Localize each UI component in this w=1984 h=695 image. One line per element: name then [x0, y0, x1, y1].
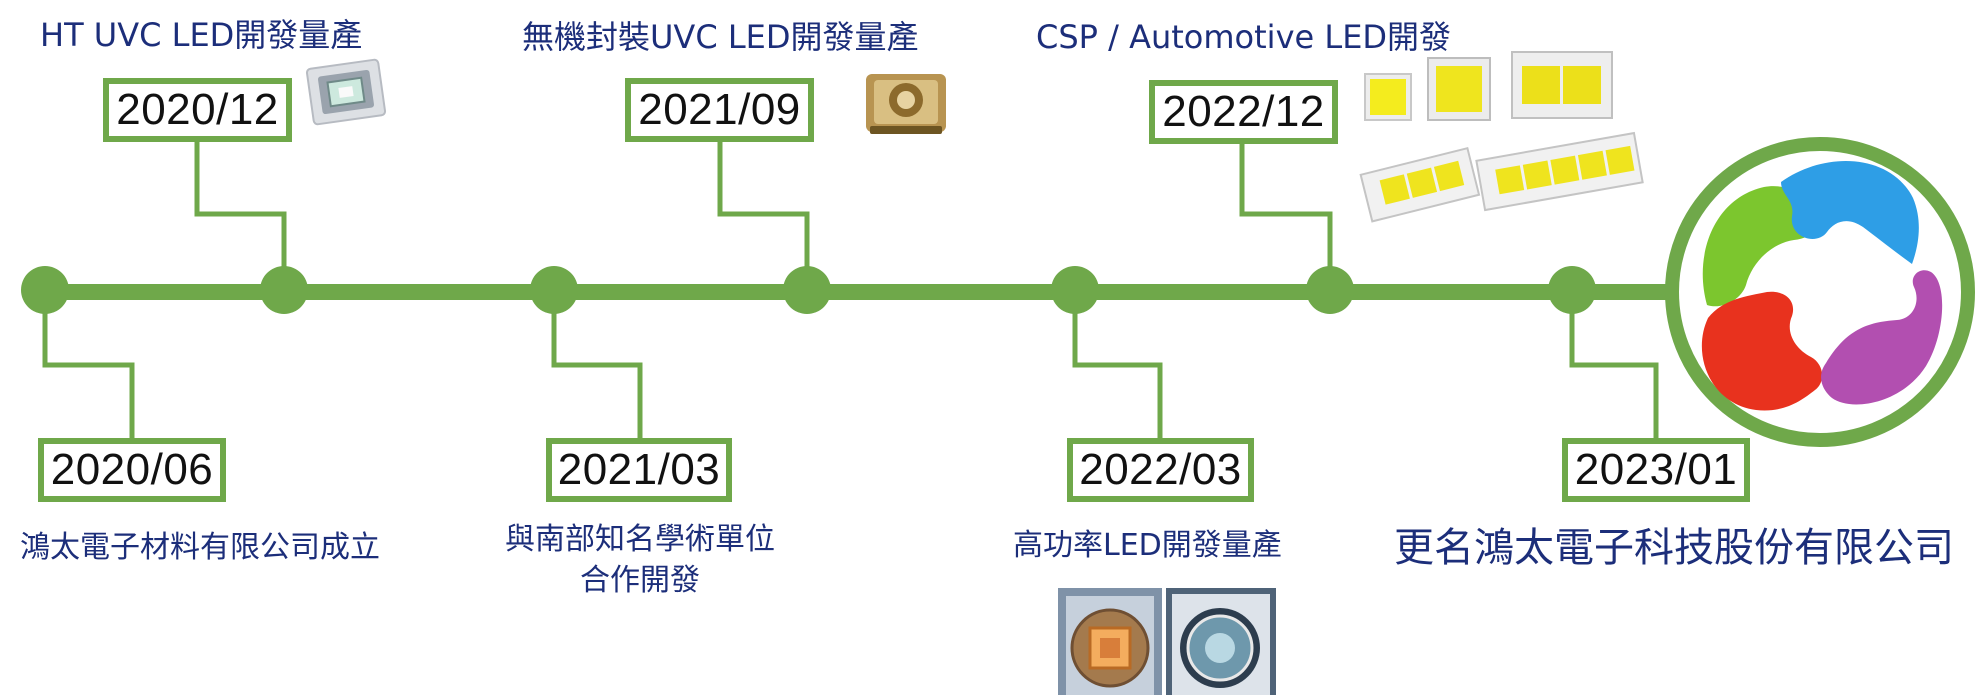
- date-box-2022-03: 2022/03: [1067, 438, 1254, 502]
- caption-2022-12: CSP / Automotive LED開發: [1036, 18, 1452, 56]
- connector-2020-06: [42, 292, 135, 442]
- caption-2020-06: 鴻太電子材料有限公司成立: [20, 530, 380, 565]
- company-logo-icon: [1665, 137, 1975, 447]
- date-box-2022-12: 2022/12: [1149, 80, 1338, 144]
- caption-2022-03: 高功率LED開發量產: [1013, 528, 1282, 563]
- timeline-node-2020-06: [21, 266, 69, 314]
- high-power-led-photo-icon: [1058, 588, 1276, 695]
- connectors: [42, 140, 1659, 442]
- date-box-2020-06: 2020/06: [38, 438, 226, 502]
- csp-led-array-icon: [1359, 51, 1644, 223]
- timeline-node-2021-03: [530, 266, 578, 314]
- caption-2021-03-line2: 合作開發: [580, 562, 700, 598]
- caption-2021-09: 無機封裝UVC LED開發量產: [522, 18, 919, 56]
- connector-2023-01: [1569, 292, 1659, 442]
- ceramic-uvc-package-icon: [866, 74, 946, 134]
- connector-2022-12: [1239, 144, 1333, 292]
- timeline-node-2022-03: [1051, 266, 1099, 314]
- date-box-2021-03: 2021/03: [546, 438, 732, 502]
- uvc-led-chip-icon: [305, 58, 387, 126]
- caption-2023-01: 更名鴻太電子科技股份有限公司: [1394, 525, 1954, 571]
- connector-2021-09: [717, 140, 810, 292]
- date-box-2020-12: 2020/12: [103, 78, 292, 142]
- date-box-2021-09: 2021/09: [625, 78, 814, 142]
- timeline-node-2023-01: [1548, 266, 1596, 314]
- connector-2021-03: [551, 292, 643, 442]
- timeline-node-2021-09: [783, 266, 831, 314]
- connector-2022-03: [1072, 292, 1163, 442]
- caption-2021-03-line1: 與南部知名學術單位: [505, 522, 775, 557]
- date-box-2023-01: 2023/01: [1562, 438, 1750, 502]
- caption-2021-03: 與南部知名學術單位 合作開發: [490, 520, 790, 601]
- timeline-node-2022-12: [1306, 266, 1354, 314]
- connector-2020-12: [194, 140, 287, 292]
- timeline-node-2020-12: [260, 266, 308, 314]
- caption-2020-12: HT UVC LED開發量產: [40, 16, 363, 54]
